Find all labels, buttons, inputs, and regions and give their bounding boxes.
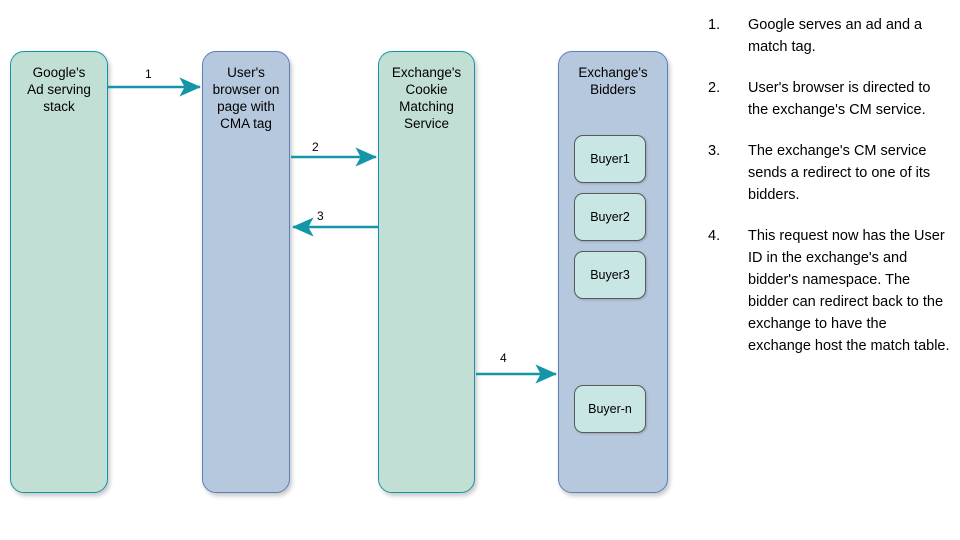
buyer-label: Buyer1 xyxy=(590,152,630,166)
node-exchange-cookie-matching-service[interactable]: Exchange's Cookie Matching Service xyxy=(378,51,475,493)
node-label: Google's Ad serving stack xyxy=(27,65,91,114)
node-label: Exchange's Cookie Matching Service xyxy=(391,65,462,131)
step-text: User's browser is directed to the exchan… xyxy=(748,80,931,118)
node-user-browser[interactable]: User's browser on page with CMA tag xyxy=(202,51,290,493)
step-number: 1. xyxy=(708,17,721,33)
arrow-label-3: 3 xyxy=(317,209,324,223)
step-number: 2. xyxy=(708,80,721,96)
buyer-label: Buyer-n xyxy=(588,402,632,416)
step-number: 4. xyxy=(708,228,721,244)
node-label: Exchange's Bidders xyxy=(578,65,648,97)
steps-list: 1. Google serves an ad and a match tag. … xyxy=(708,14,952,376)
step-item: 1. Google serves an ad and a match tag. xyxy=(708,14,952,58)
arrow-label-2: 2 xyxy=(312,140,319,154)
arrow-label-4: 4 xyxy=(500,351,507,365)
step-text: The exchange's CM service sends a redire… xyxy=(748,143,931,203)
step-item: 2. User's browser is directed to the exc… xyxy=(708,77,952,121)
buyer-box[interactable]: Buyer2 xyxy=(574,193,646,241)
step-item: 4. This request now has the User ID in t… xyxy=(708,225,952,357)
buyer-box[interactable]: Buyer-n xyxy=(574,385,646,433)
buyer-box[interactable]: Buyer1 xyxy=(574,135,646,183)
step-number: 3. xyxy=(708,143,721,159)
buyer-label: Buyer2 xyxy=(590,210,630,224)
buyer-label: Buyer3 xyxy=(590,268,630,282)
arrow-label-1: 1 xyxy=(145,67,152,81)
node-google-ad-serving-stack[interactable]: Google's Ad serving stack xyxy=(10,51,108,493)
step-text: This request now has the User ID in the … xyxy=(748,228,950,354)
node-label: User's browser on page with CMA tag xyxy=(212,65,280,131)
step-text: Google serves an ad and a match tag. xyxy=(748,17,923,55)
step-item: 3. The exchange's CM service sends a red… xyxy=(708,140,952,206)
buyer-box[interactable]: Buyer3 xyxy=(574,251,646,299)
